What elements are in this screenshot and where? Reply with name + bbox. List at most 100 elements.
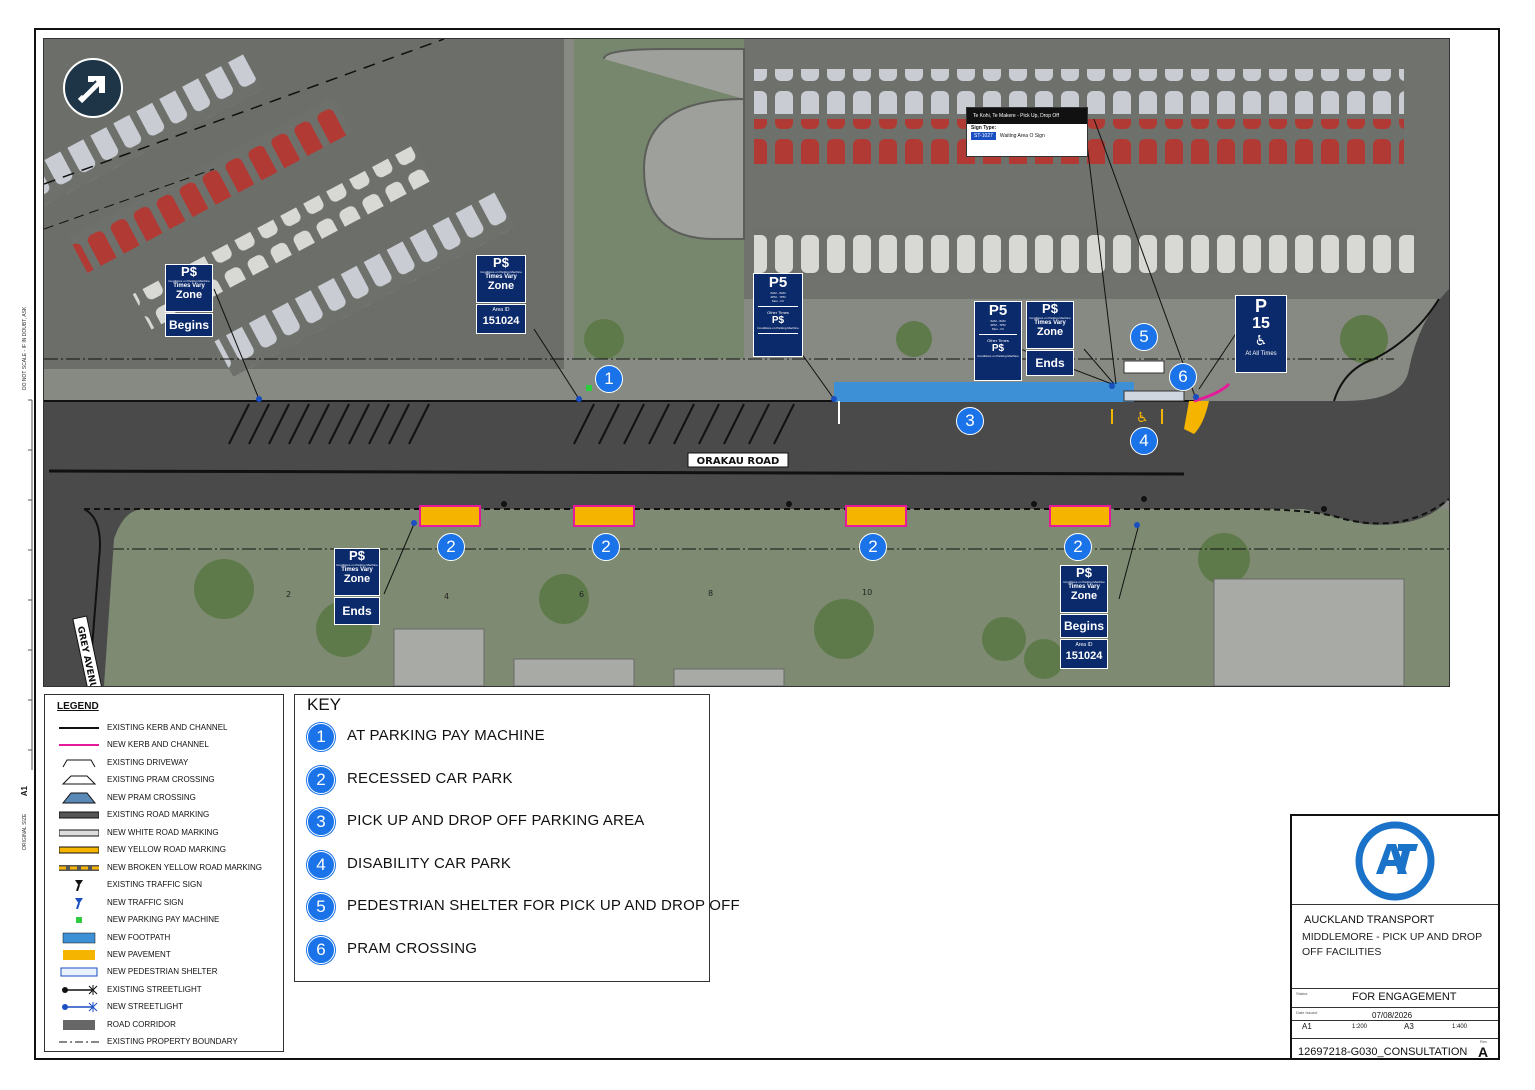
sign-main: P$ <box>181 264 197 279</box>
kerb <box>84 498 1449 525</box>
sign-zone: Zone <box>1036 326 1064 338</box>
legend-label: NEW PRAM CROSSING <box>107 793 196 802</box>
sign-main: P$ <box>349 548 365 563</box>
pedestrian-shelter-icon <box>60 967 98 977</box>
organisation-name: AUCKLAND TRANSPORT <box>1304 914 1435 926</box>
key-panel: KEY 1 AT PARKING PAY MACHINE 2 RECESSED … <box>294 694 740 982</box>
sheet-border <box>34 28 1500 1060</box>
sign-tag: Begins <box>1060 614 1108 638</box>
sign-main: P <box>1254 296 1267 316</box>
pedestrian-shelter <box>1123 360 1165 374</box>
houses <box>393 578 1405 686</box>
sign-sub: P$ <box>991 343 1005 354</box>
sign-zone: Zone <box>1070 590 1098 602</box>
sheet-note: ORIGINAL SIZE <box>22 813 28 850</box>
legend-item: NEW STREETLIGHT <box>53 1000 281 1014</box>
sign-vary: Times Vary <box>341 567 373 573</box>
legend-title: LEGEND <box>57 701 99 712</box>
sign-area-label: Area ID <box>492 307 510 313</box>
sign-vary: Times Vary <box>173 283 205 289</box>
key-number-badge: 2 <box>307 766 335 794</box>
legend-label: NEW PAVEMENT <box>107 950 171 959</box>
legend-item: NEW FOOTPATH <box>53 931 281 945</box>
legend-item: EXISTING ROAD MARKING <box>53 808 281 822</box>
sign-fine: Mon - Fri <box>992 327 1004 331</box>
legend-item: NEW KERB AND CHANNEL <box>53 738 281 752</box>
sign-caption: At All Times <box>1245 351 1277 357</box>
sign-zone: Zone <box>487 280 515 292</box>
legend-label: NEW WHITE ROAD MARKING <box>107 828 219 837</box>
sign-fine: 6AM - 8AM <box>770 291 786 295</box>
sign-main: P$ <box>493 255 509 270</box>
sign-fine: 2PM - 7PM <box>770 295 786 299</box>
status-label: Status <box>1296 991 1308 996</box>
legend-label: NEW STREETLIGHT <box>107 1002 184 1011</box>
legend-label: NEW YELLOW ROAD MARKING <box>107 845 226 854</box>
traffic-sign-posts <box>256 383 1199 528</box>
marker-6: 6 <box>1169 363 1197 391</box>
legend-item: NEW PEDESTRIAN SHELTER <box>53 965 281 979</box>
streetlights <box>501 496 1327 512</box>
marker-2: 2 <box>437 533 465 561</box>
sign-fine: Conditions on Parking Machine <box>977 354 1019 358</box>
key-label: PICK UP AND DROP OFF PARKING AREA <box>347 812 645 829</box>
marker-2: 2 <box>1064 533 1092 561</box>
trees <box>106 315 1388 679</box>
key-label: RECESSED CAR PARK <box>347 770 513 787</box>
marker-2: 2 <box>592 533 620 561</box>
drawing-number: 12697218-G030_CONSULTATION <box>1298 1046 1468 1058</box>
new-pavement-icon <box>63 950 95 960</box>
kerb <box>1333 298 1440 402</box>
sign-arrow <box>758 333 798 334</box>
road-centerline <box>48 469 1185 476</box>
drawing-number-row <box>1292 1038 1498 1061</box>
sign-arrow <box>979 334 1017 335</box>
sign-fine: Conditions on Parking Machine <box>757 326 799 330</box>
key-title: KEY <box>307 695 342 714</box>
sign-fine: 6AM - 8AM <box>990 319 1006 323</box>
new-footpath <box>834 382 1134 402</box>
scale-row <box>1292 1020 1498 1035</box>
sheet-size-2: A3 <box>1404 1022 1414 1031</box>
sign-fine: Conditions on Parking Machine <box>1029 316 1071 320</box>
sign-fine: 2PM - 7PM <box>990 323 1006 327</box>
legend-item: NEW PARKING PAY MACHINE <box>53 913 281 927</box>
recessed-car-parks <box>419 505 1111 527</box>
kerb <box>83 508 101 686</box>
leader-lines <box>213 118 1240 600</box>
sign-main: P5 <box>768 274 788 291</box>
legend-item: EXISTING DRIVEWAY <box>53 756 281 770</box>
existing-traffic-sign-icon <box>75 880 83 891</box>
marker-3: 3 <box>956 407 984 435</box>
key-label: PRAM CROSSING <box>347 940 478 957</box>
key-item: 6 PRAM CROSSING <box>305 934 705 964</box>
existing-driveway-icon <box>62 759 96 768</box>
existing-road-marking-icon <box>59 811 99 819</box>
date-label: Date Issued <box>1296 1010 1318 1015</box>
legend-label: EXISTING TRAFFIC SIGN <box>107 880 202 889</box>
new-broken-yellow-marking-icon <box>59 865 99 871</box>
sign-ps-ends-bottom: P$ Conditions on Parking Machine Times V… <box>334 548 380 626</box>
sign-main: P5 <box>988 302 1008 319</box>
callout-code: ST-1027 <box>971 132 996 140</box>
legend-label: EXISTING ROAD MARKING <box>107 810 210 819</box>
sign-other: Other Times <box>987 338 1009 343</box>
house-number: 4 <box>444 592 449 601</box>
pram-crossing-pavement <box>1184 401 1209 434</box>
sign-tag: Begins <box>165 313 213 337</box>
car-row <box>754 69 1404 114</box>
sign-main: P$ <box>1076 565 1092 580</box>
legend-item: EXISTING STREETLIGHT <box>53 983 281 997</box>
new-white-road-marking-icon <box>59 829 99 837</box>
sign-area-label: Area ID <box>1075 642 1093 648</box>
house-number: 2 <box>286 590 291 599</box>
house-number: 8 <box>708 589 713 598</box>
legend-label: EXISTING STREETLIGHT <box>107 985 202 994</box>
legend-label: NEW TRAFFIC SIGN <box>107 898 184 907</box>
key-label: AT PARKING PAY MACHINE <box>347 727 545 744</box>
key-number-badge: 1 <box>307 723 335 751</box>
pedestrian-shelter-platform <box>1123 390 1185 402</box>
new-footpath-icon <box>62 932 96 944</box>
key-item: 3 PICK UP AND DROP OFF PARKING AREA <box>305 806 705 836</box>
new-streetlight-icon <box>62 1002 98 1012</box>
